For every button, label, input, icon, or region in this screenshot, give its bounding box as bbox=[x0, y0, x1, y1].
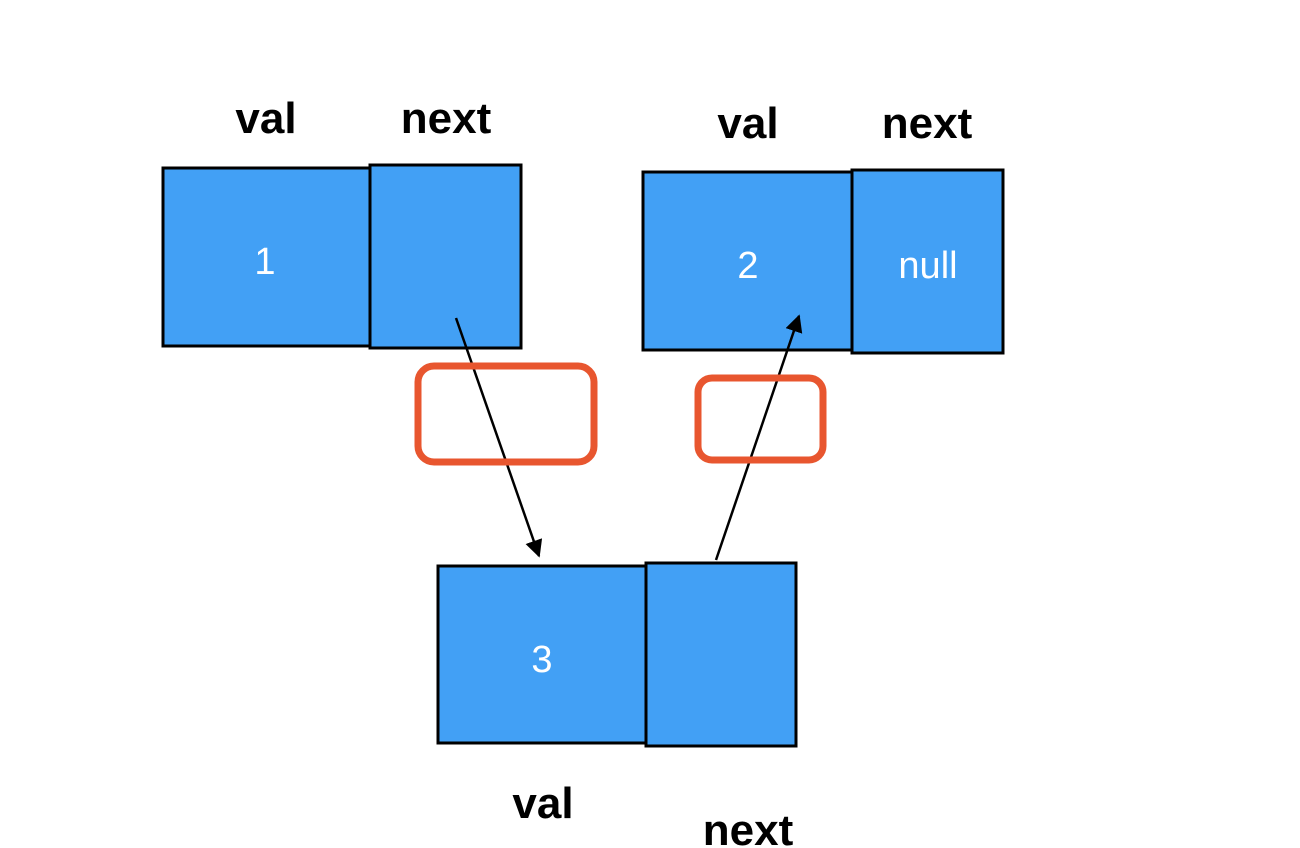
node-2-next-label: next bbox=[882, 99, 973, 148]
node-1-next-cell bbox=[368, 163, 523, 350]
node-1-next-label: next bbox=[401, 94, 492, 143]
node-1-val-text: 1 bbox=[254, 241, 275, 283]
node-2-val-text: 2 bbox=[737, 245, 758, 287]
pointer-arrow-node3-to-node2 bbox=[714, 314, 803, 561]
node-2: val next 2 null bbox=[641, 99, 1005, 355]
node-3-next-label: next bbox=[703, 806, 794, 848]
highlight-box-left bbox=[414, 362, 598, 466]
node-1: val next 1 bbox=[161, 94, 523, 350]
node-3-val-text: 3 bbox=[531, 639, 552, 681]
node-3-val-cell bbox=[436, 564, 648, 745]
node-3-next-cell bbox=[644, 561, 798, 748]
node-2-val-cell bbox=[641, 170, 854, 352]
node-2-val-label: val bbox=[717, 99, 778, 148]
node-2-next-text: null bbox=[898, 245, 957, 287]
highlight-box-right bbox=[694, 374, 827, 464]
node-3: 3 val next bbox=[436, 561, 798, 848]
node-2-next-cell bbox=[850, 168, 1005, 355]
node-1-val-label: val bbox=[235, 94, 296, 143]
node-1-val-cell bbox=[161, 166, 372, 348]
pointer-arrow-node1-to-node3 bbox=[454, 317, 543, 558]
node-3-val-label: val bbox=[512, 779, 573, 828]
